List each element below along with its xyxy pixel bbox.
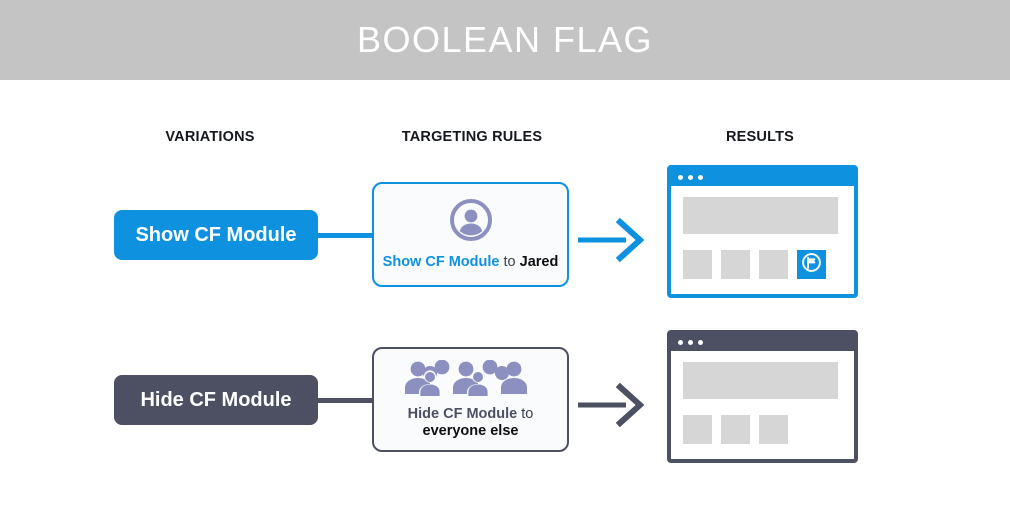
rule-connector-word: to (503, 254, 516, 270)
window-content (671, 351, 854, 459)
targeting-rule-card-everyone[interactable]: Hide CF Module to everyone else (372, 347, 569, 452)
content-tile-placeholder (683, 415, 712, 444)
column-heading-targeting-rules: TARGETING RULES (401, 129, 543, 145)
variation-pill-show-cf-module[interactable]: Show CF Module (114, 210, 318, 260)
variation-pill-label: Show CF Module (135, 223, 297, 246)
content-tile-placeholder (759, 250, 788, 279)
column-heading-results: RESULTS (726, 129, 794, 145)
rule-connector-word: to (521, 405, 534, 422)
window-titlebar (671, 334, 854, 351)
window-titlebar (671, 169, 854, 186)
page-title: BOOLEAN FLAG (356, 19, 654, 60)
window-dot-icon (678, 175, 683, 180)
content-tile-placeholder (683, 250, 712, 279)
variation-pill-label: Hide CF Module (140, 388, 292, 411)
targeting-rule-text: Show CF Module to Jared (383, 254, 559, 271)
window-dot-icon (678, 340, 683, 345)
cf-module-flag-icon (801, 252, 822, 278)
window-dot-icon (688, 175, 693, 180)
window-dot-icon (698, 340, 703, 345)
targeting-rule-card-individual[interactable]: Show CF Module to Jared (372, 182, 569, 287)
cf-module-tile[interactable] (797, 250, 826, 279)
rule-target-audience: everyone else (422, 422, 519, 439)
page-header: BOOLEAN FLAG (0, 0, 1010, 80)
content-tile-placeholder (721, 415, 750, 444)
content-tile-row (683, 250, 842, 279)
window-content (671, 186, 854, 294)
rule-variation-name: Show CF Module (382, 254, 500, 270)
variation-pill-hide-cf-module[interactable]: Hide CF Module (114, 375, 318, 425)
targeting-rule-text: Hide CF Module to everyone else (408, 406, 534, 440)
content-banner-placeholder (683, 197, 838, 234)
content-tile-placeholder (721, 250, 750, 279)
rule-variation-name: Hide CF Module (407, 405, 518, 422)
connector-line (300, 233, 375, 238)
column-heading-variations: VARIATIONS (165, 129, 255, 145)
content-tile-row (683, 415, 842, 444)
flag-rule-row: Show CF Module Show CF Module to Jared (0, 165, 1010, 300)
result-window-with-cf-module (667, 165, 858, 298)
flag-rule-row: Hide CF Module (0, 330, 1010, 465)
result-window-without-cf-module (667, 330, 858, 463)
rule-target-audience: Jared (519, 254, 559, 270)
window-dot-icon (698, 175, 703, 180)
flow-arrow-blue (578, 217, 645, 268)
crowd-of-people-icon (402, 359, 539, 402)
content-tile-placeholder (759, 415, 788, 444)
single-person-icon (449, 198, 493, 247)
window-dot-icon (688, 340, 693, 345)
content-banner-placeholder (683, 362, 838, 399)
connector-line (300, 398, 375, 403)
flow-arrow-slate (578, 382, 645, 433)
